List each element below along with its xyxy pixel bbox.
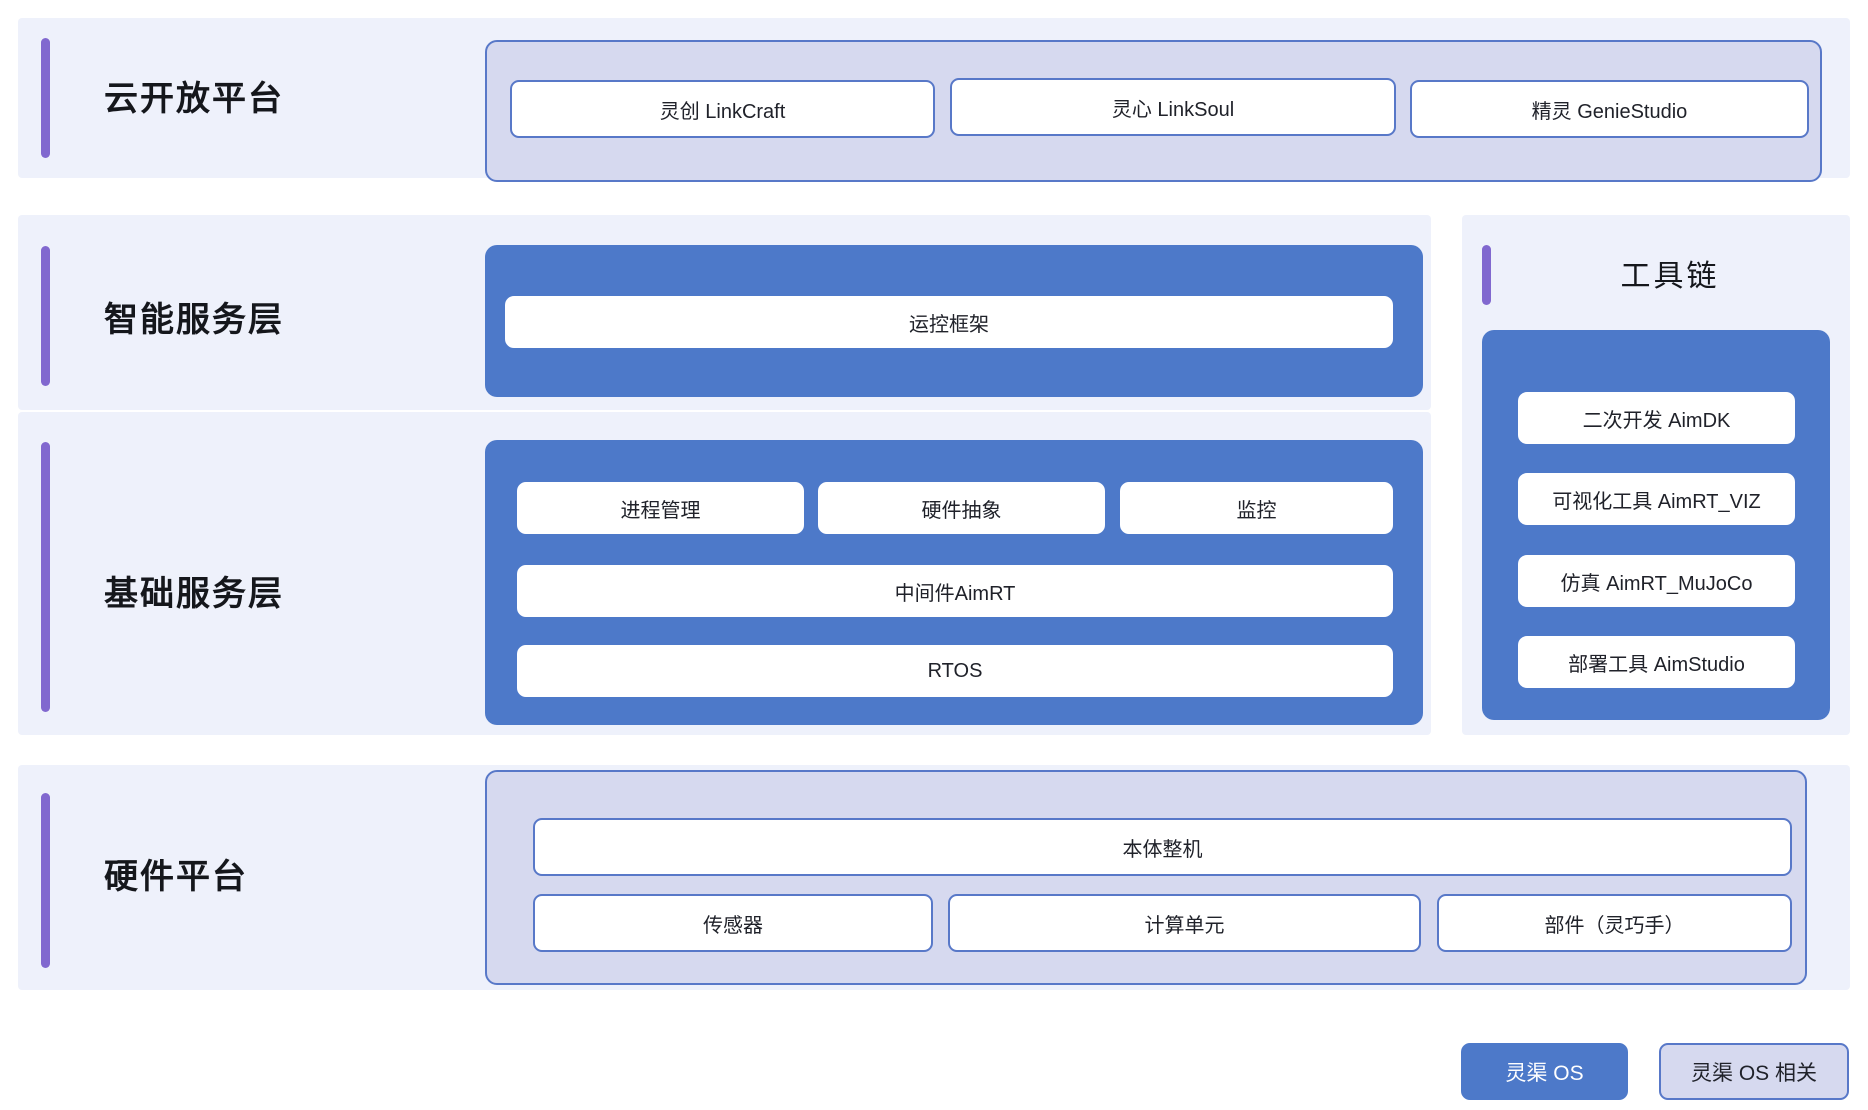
chip-dexterous-hand[interactable]: 部件（灵巧手） <box>1437 894 1792 952</box>
chip-aimdk[interactable]: 二次开发 AimDK <box>1518 392 1795 444</box>
layer-title-cloud: 云开放平台 <box>104 80 284 118</box>
legend-lingqu-os: 灵渠 OS <box>1461 1043 1628 1100</box>
chip-motion-control-framework[interactable]: 运控框架 <box>505 296 1393 348</box>
chip-linksoul[interactable]: 灵心 LinkSoul <box>950 78 1396 136</box>
chip-sensors[interactable]: 传感器 <box>533 894 933 952</box>
chip-middleware-aimrt[interactable]: 中间件AimRT <box>517 565 1393 617</box>
accent-bar-cloud <box>41 38 50 158</box>
chip-aimrt-viz[interactable]: 可视化工具 AimRT_VIZ <box>1518 473 1795 525</box>
accent-bar-toolchain <box>1482 245 1491 305</box>
accent-bar-base-service <box>41 442 50 712</box>
chip-linkcraft[interactable]: 灵创 LinkCraft <box>510 80 935 138</box>
accent-bar-hardware <box>41 793 50 968</box>
chip-robot-body[interactable]: 本体整机 <box>533 818 1792 876</box>
chip-compute-unit[interactable]: 计算单元 <box>948 894 1421 952</box>
layer-title-intelligent-service: 智能服务层 <box>104 301 284 339</box>
accent-bar-intelligent-service <box>41 246 50 386</box>
chip-geniestudio[interactable]: 精灵 GenieStudio <box>1410 80 1809 138</box>
layer-title-hardware: 硬件平台 <box>104 858 248 896</box>
panel-hardware-platform <box>485 770 1807 985</box>
chip-monitoring[interactable]: 监控 <box>1120 482 1393 534</box>
layer-title-base-service: 基础服务层 <box>104 575 284 613</box>
chip-process-management[interactable]: 进程管理 <box>517 482 804 534</box>
chip-hardware-abstraction[interactable]: 硬件抽象 <box>818 482 1105 534</box>
chip-aimrt-mujoco[interactable]: 仿真 AimRT_MuJoCo <box>1518 555 1795 607</box>
legend-lingqu-os-related: 灵渠 OS 相关 <box>1659 1043 1849 1100</box>
chip-aimstudio[interactable]: 部署工具 AimStudio <box>1518 636 1795 688</box>
chip-rtos[interactable]: RTOS <box>517 645 1393 697</box>
toolchain-title: 工具链 <box>1620 260 1720 293</box>
